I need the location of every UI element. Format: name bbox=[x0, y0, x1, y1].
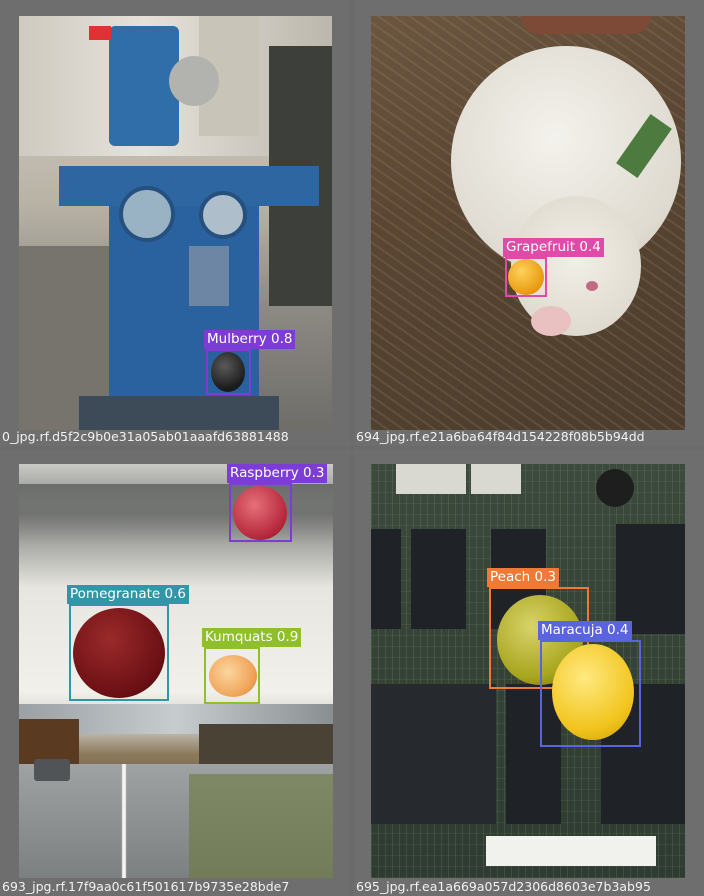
photo-grinding-machine bbox=[19, 16, 332, 430]
detection-label: Peach 0.3 bbox=[487, 568, 559, 587]
image-filename: 695_jpg.rf.ea1a669a057d2306d8603e7b3ab95 bbox=[356, 879, 651, 894]
raspberry-fruit bbox=[233, 486, 287, 540]
grapefruit-fruit bbox=[508, 259, 544, 295]
bounding-box bbox=[206, 349, 251, 395]
detection-label: Grapefruit 0.4 bbox=[503, 238, 604, 257]
image-filename: 693_jpg.rf.17f9aa0c61f501617b9735e28bde7 bbox=[2, 879, 290, 894]
image-tile-3: Raspberry 0.3 Pomegranate 0.6 Kumquats 0… bbox=[0, 450, 350, 896]
kumquat-fruit bbox=[209, 655, 257, 697]
photo-ferret bbox=[371, 16, 685, 430]
mulberry-fruit bbox=[211, 352, 245, 392]
image-filename: 0_jpg.rf.d5f2c9b0e31a05ab01aaafd63881488 bbox=[2, 429, 289, 444]
maracuja-fruit bbox=[552, 644, 634, 740]
bounding-box bbox=[204, 647, 260, 704]
bounding-box bbox=[69, 604, 169, 701]
detection-kumquats: Kumquats 0.9 bbox=[202, 628, 302, 704]
detection-label: Mulberry 0.8 bbox=[204, 330, 296, 349]
image-tile-4: Peach 0.3 Maracuja 0.4 695_jpg.rf.ea1a66… bbox=[354, 450, 704, 896]
detection-pomegranate: Pomegranate 0.6 bbox=[67, 585, 189, 701]
detection-grapefruit: Grapefruit 0.4 bbox=[503, 238, 604, 297]
detection-label: Raspberry 0.3 bbox=[227, 464, 328, 483]
photo-road-painting bbox=[19, 464, 333, 878]
image-filename: 694_jpg.rf.e21a6ba64f84d154228f08b5b94dd bbox=[356, 429, 645, 444]
bounding-box bbox=[505, 257, 547, 297]
detection-label: Pomegranate 0.6 bbox=[67, 585, 189, 604]
bounding-box bbox=[540, 640, 641, 747]
detection-label: Kumquats 0.9 bbox=[202, 628, 302, 647]
image-tile-1: Mulberry 0.8 0_jpg.rf.d5f2c9b0e31a05ab01… bbox=[0, 0, 350, 446]
image-tile-2: Grapefruit 0.4 694_jpg.rf.e21a6ba64f84d1… bbox=[354, 0, 704, 446]
bounding-box bbox=[229, 483, 292, 542]
pomegranate-fruit bbox=[73, 608, 165, 698]
detection-mulberry: Mulberry 0.8 bbox=[204, 330, 296, 395]
detection-label: Maracuja 0.4 bbox=[538, 621, 632, 640]
detection-maracuja: Maracuja 0.4 bbox=[538, 621, 641, 747]
detection-raspberry: Raspberry 0.3 bbox=[227, 464, 328, 542]
